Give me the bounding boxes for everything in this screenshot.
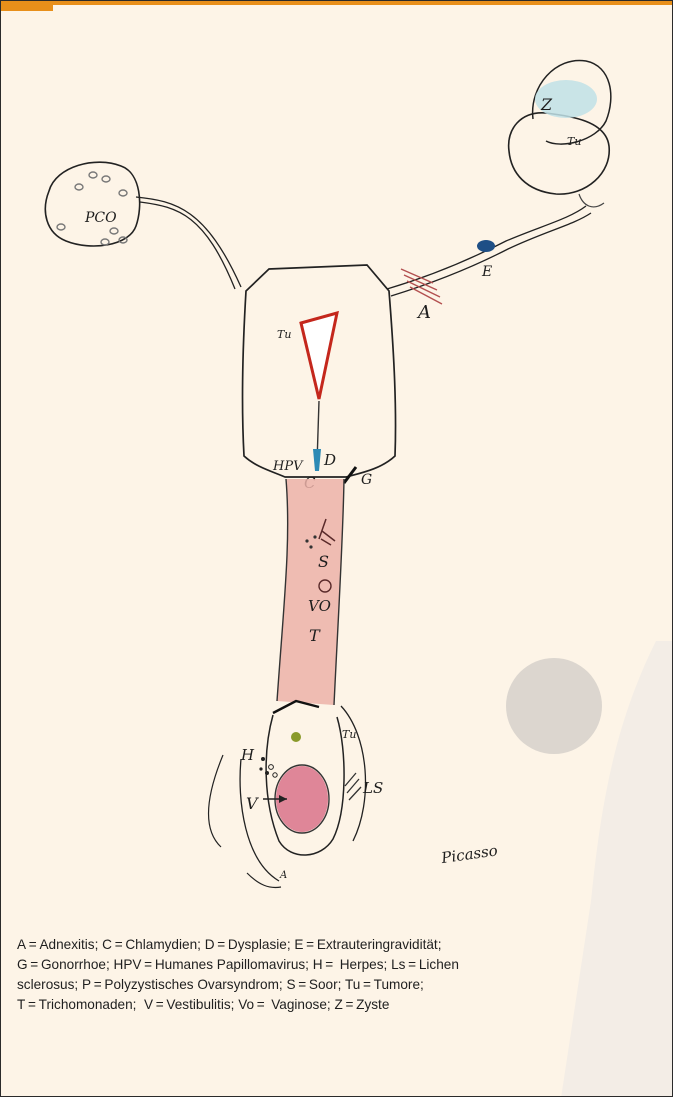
label-a-adnex: A bbox=[416, 302, 431, 323]
left-ovary-pco bbox=[45, 162, 139, 246]
dysplasia-mark bbox=[313, 449, 321, 471]
legend-line-1: A = Adnexitis; C = Chlamydien; D = Dyspl… bbox=[17, 937, 442, 952]
label-h: H bbox=[240, 746, 255, 764]
label-pco: PCO bbox=[84, 210, 117, 226]
legend-line-2: G = Gonorrhoe; HPV = Humanes Papillomavi… bbox=[17, 957, 459, 972]
label-z: Z bbox=[540, 95, 553, 114]
label-s: S bbox=[318, 552, 329, 571]
right-ovary bbox=[509, 60, 611, 194]
legend-line-4: T = Trichomonaden; V = Vestibulitis; Vo … bbox=[17, 997, 389, 1012]
left-fallopian-tube bbox=[136, 197, 241, 287]
signature: Picasso bbox=[439, 841, 499, 867]
label-tu-vulva: Tu bbox=[342, 728, 356, 741]
label-tu-uterus: Tu bbox=[277, 328, 291, 341]
label-a-bottom: A bbox=[279, 870, 287, 881]
figure-legend: A = Adnexitis; C = Chlamydien; D = Dyspl… bbox=[17, 935, 667, 1015]
uterine-tumor bbox=[301, 313, 337, 399]
label-hpv: HPV bbox=[272, 459, 304, 474]
label-ls: LS bbox=[362, 779, 383, 797]
label-t: T bbox=[309, 626, 321, 645]
anatomical-drawing: PCO Z Tu E A Tu HPV D C G bbox=[1, 1, 673, 931]
label-vo: VO bbox=[308, 597, 331, 615]
label-v: V bbox=[246, 794, 259, 813]
ectopic-pregnancy-dot bbox=[477, 240, 495, 252]
label-g: G bbox=[361, 472, 372, 488]
legend-line-3: sclerosus; P = Polyzystisches Ovarsyndro… bbox=[17, 977, 424, 992]
fimbriae bbox=[579, 194, 604, 207]
label-e: E bbox=[481, 264, 492, 280]
label-d: D bbox=[323, 451, 336, 469]
label-tu-ovary: Tu bbox=[567, 135, 581, 148]
